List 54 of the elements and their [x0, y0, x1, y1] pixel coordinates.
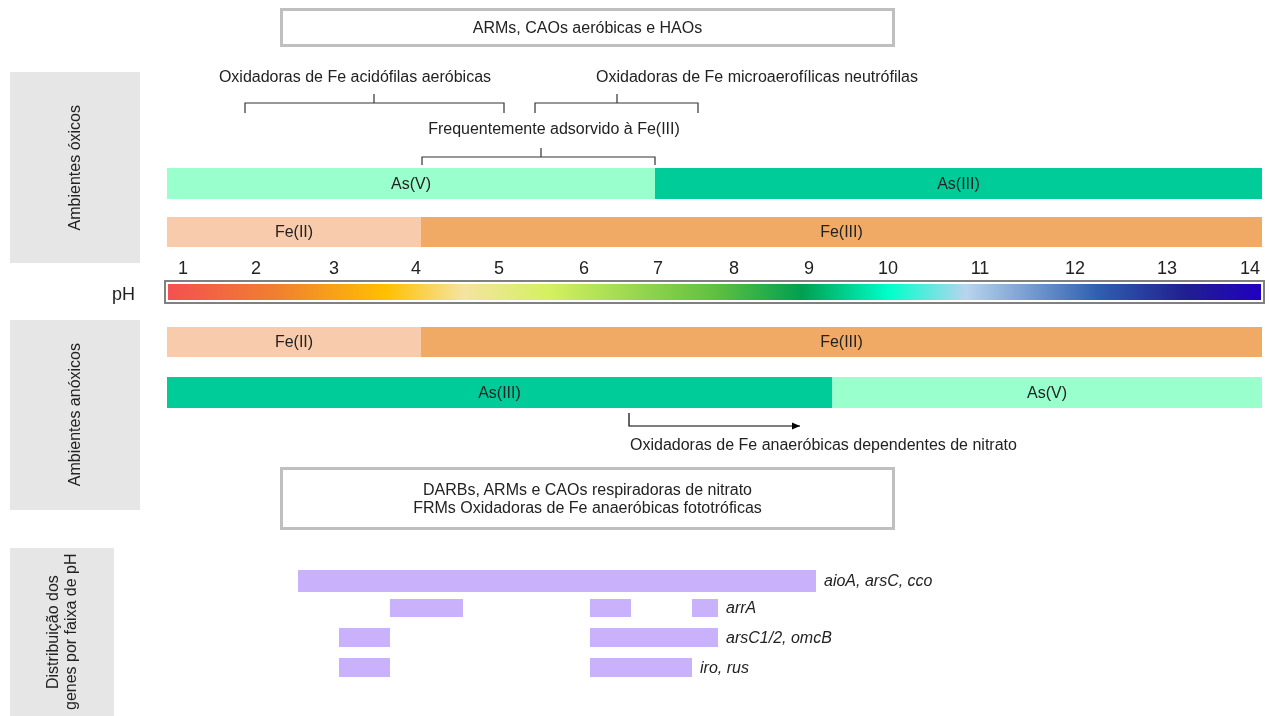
- iron-bar: [167, 327, 421, 357]
- iron-bar: [167, 217, 421, 247]
- arsenic-bar: [655, 168, 1262, 199]
- gene-bar: [339, 658, 390, 677]
- iron-bar: [421, 217, 1262, 247]
- tick-label: 6: [579, 258, 589, 279]
- bar-label: Fe(III): [820, 333, 863, 351]
- section-band: [10, 548, 114, 716]
- section-band: [10, 72, 140, 263]
- section-title: Distribuição dos genes por faixa de pH: [44, 553, 80, 711]
- tick-label: 1: [178, 258, 188, 279]
- tick-label: 4: [411, 258, 421, 279]
- arsenic-bar: [167, 377, 832, 408]
- group-text: ARMs, CAOs aeróbicas e HAOs: [472, 18, 703, 37]
- tick-label: 10: [878, 258, 898, 279]
- annotation-text: Frequentemente adsorvido à Fe(III): [428, 120, 680, 138]
- group-text: FRMs Oxidadoras de Fe anaeróbicas fototróficas: [413, 498, 762, 517]
- tick-label: 2: [251, 258, 261, 279]
- bar-label: As(V): [1027, 383, 1067, 402]
- arsenic-bar: [167, 168, 655, 199]
- arsenic-bar: [832, 377, 1262, 408]
- bar-label: Fe(III): [820, 223, 863, 241]
- section-title: Ambientes óxicos: [66, 104, 84, 231]
- annotation-text: Oxidadoras de Fe anaeróbicas dependentes de nitrato: [630, 436, 1017, 454]
- tick-label: 9: [804, 258, 814, 279]
- section-title: Ambientes anóxicos: [66, 343, 84, 487]
- tick-label: 5: [494, 258, 504, 279]
- tick-label: 13: [1157, 258, 1177, 279]
- tick-label: 7: [653, 258, 663, 279]
- annotation-text: Oxidadoras de Fe microaerofílicas neutrófilas: [596, 68, 918, 86]
- gene-name: aioA, arsC, cco: [824, 572, 933, 590]
- tick-label: 3: [329, 258, 339, 279]
- group-box: [280, 8, 895, 47]
- group-box: [280, 467, 895, 530]
- tick-label: 11: [970, 258, 990, 279]
- gene-bar: [339, 628, 390, 647]
- section-band: [10, 320, 140, 510]
- bar-label: Fe(II): [274, 333, 314, 351]
- gene-name: arrA: [726, 599, 757, 617]
- tick-label: 14: [1240, 258, 1260, 279]
- gene-name: arsC1/2, omcB: [726, 628, 832, 647]
- axis-title: pH: [112, 284, 135, 305]
- gene-bar: [390, 599, 463, 617]
- gene-name: iro, rus: [700, 658, 749, 677]
- annotation-text: Oxidadoras de Fe acidófilas aeróbicas: [218, 68, 492, 86]
- gene-bar: [590, 599, 631, 617]
- bar-label: As(V): [391, 174, 431, 193]
- tick-label: 12: [1065, 258, 1085, 279]
- iron-bar: [421, 327, 1262, 357]
- group-text: DARBs, ARMs e CAOs respiradoras de nitrato: [423, 480, 752, 499]
- bar-label: Fe(II): [274, 223, 314, 241]
- bar-label: As(III): [937, 174, 980, 193]
- tick-label: 8: [729, 258, 739, 279]
- bar-label: As(III): [478, 383, 521, 402]
